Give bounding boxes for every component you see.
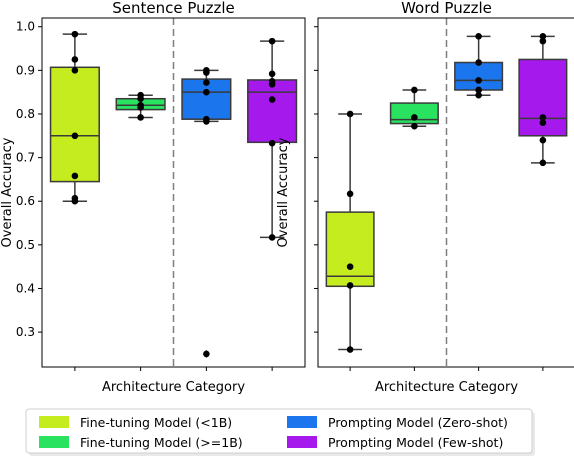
y-tick-label: 0.7 bbox=[16, 151, 35, 165]
legend-swatch bbox=[39, 416, 69, 428]
data-point bbox=[475, 77, 482, 84]
data-point bbox=[268, 139, 276, 147]
legend-swatch bbox=[287, 436, 317, 448]
legend-label: Prompting Model (Few-shot) bbox=[328, 435, 503, 450]
box-1 bbox=[325, 211, 375, 288]
data-point bbox=[346, 346, 354, 353]
chart-title: Word Puzzle bbox=[401, 0, 492, 17]
x-axis-label: Architecture Category bbox=[102, 380, 245, 395]
data-point bbox=[137, 95, 144, 103]
chart-title: Sentence Puzzle bbox=[112, 0, 235, 17]
legend-label: Prompting Model (Zero-shot) bbox=[328, 415, 508, 430]
data-point bbox=[137, 114, 144, 121]
box-4 bbox=[247, 79, 298, 144]
data-point bbox=[475, 91, 482, 99]
legend-swatch bbox=[39, 436, 69, 448]
legend-box bbox=[25, 408, 533, 454]
y-tick-label: 0.5 bbox=[16, 238, 35, 252]
y-tick-label: 1.0 bbox=[16, 20, 35, 34]
data-point bbox=[268, 96, 276, 103]
legend-label: Fine-tuning Model (>=1B) bbox=[80, 435, 243, 450]
data-point bbox=[203, 118, 210, 125]
data-point bbox=[71, 197, 79, 205]
data-point bbox=[203, 350, 210, 358]
data-point bbox=[411, 122, 418, 130]
data-point bbox=[203, 79, 210, 86]
data-point bbox=[268, 37, 276, 45]
data-point bbox=[268, 70, 276, 78]
data-point bbox=[475, 33, 482, 40]
data-point bbox=[411, 86, 418, 94]
y-axis-label: Overall Accuracy bbox=[0, 137, 15, 247]
data-point bbox=[475, 86, 482, 94]
y-axis-label: Overall Accuracy bbox=[276, 137, 291, 247]
data-point bbox=[71, 56, 79, 63]
data-point bbox=[346, 110, 354, 118]
data-point bbox=[346, 263, 354, 270]
data-point bbox=[539, 136, 547, 144]
y-tick-label: 0.9 bbox=[16, 63, 35, 77]
data-point bbox=[71, 30, 79, 38]
data-point bbox=[71, 132, 79, 140]
data-point bbox=[71, 67, 79, 74]
legend-swatch bbox=[287, 416, 317, 428]
data-point bbox=[539, 33, 547, 40]
legend-label: Fine-tuning Model (<1B) bbox=[80, 415, 232, 430]
data-point bbox=[411, 114, 418, 121]
data-point bbox=[346, 190, 354, 198]
box-3 bbox=[454, 61, 504, 91]
y-tick-label: 0.6 bbox=[16, 194, 35, 208]
plot-frame bbox=[317, 17, 574, 368]
x-axis-label: Architecture Category bbox=[375, 380, 518, 395]
data-point bbox=[475, 59, 482, 66]
data-point bbox=[539, 114, 547, 121]
y-tick-label: 0.3 bbox=[16, 325, 35, 339]
data-point bbox=[203, 69, 210, 76]
data-point bbox=[539, 119, 547, 126]
y-tick-label: 0.4 bbox=[16, 281, 35, 295]
data-point bbox=[268, 234, 276, 241]
data-point bbox=[346, 282, 354, 289]
plot-frame bbox=[41, 17, 306, 368]
data-point bbox=[203, 88, 210, 96]
data-point bbox=[137, 104, 144, 111]
data-point bbox=[539, 159, 547, 167]
box-1 bbox=[49, 66, 100, 183]
data-point bbox=[539, 37, 547, 45]
data-point bbox=[268, 81, 276, 88]
y-tick-label: 0.8 bbox=[16, 107, 35, 121]
data-point bbox=[71, 172, 79, 180]
